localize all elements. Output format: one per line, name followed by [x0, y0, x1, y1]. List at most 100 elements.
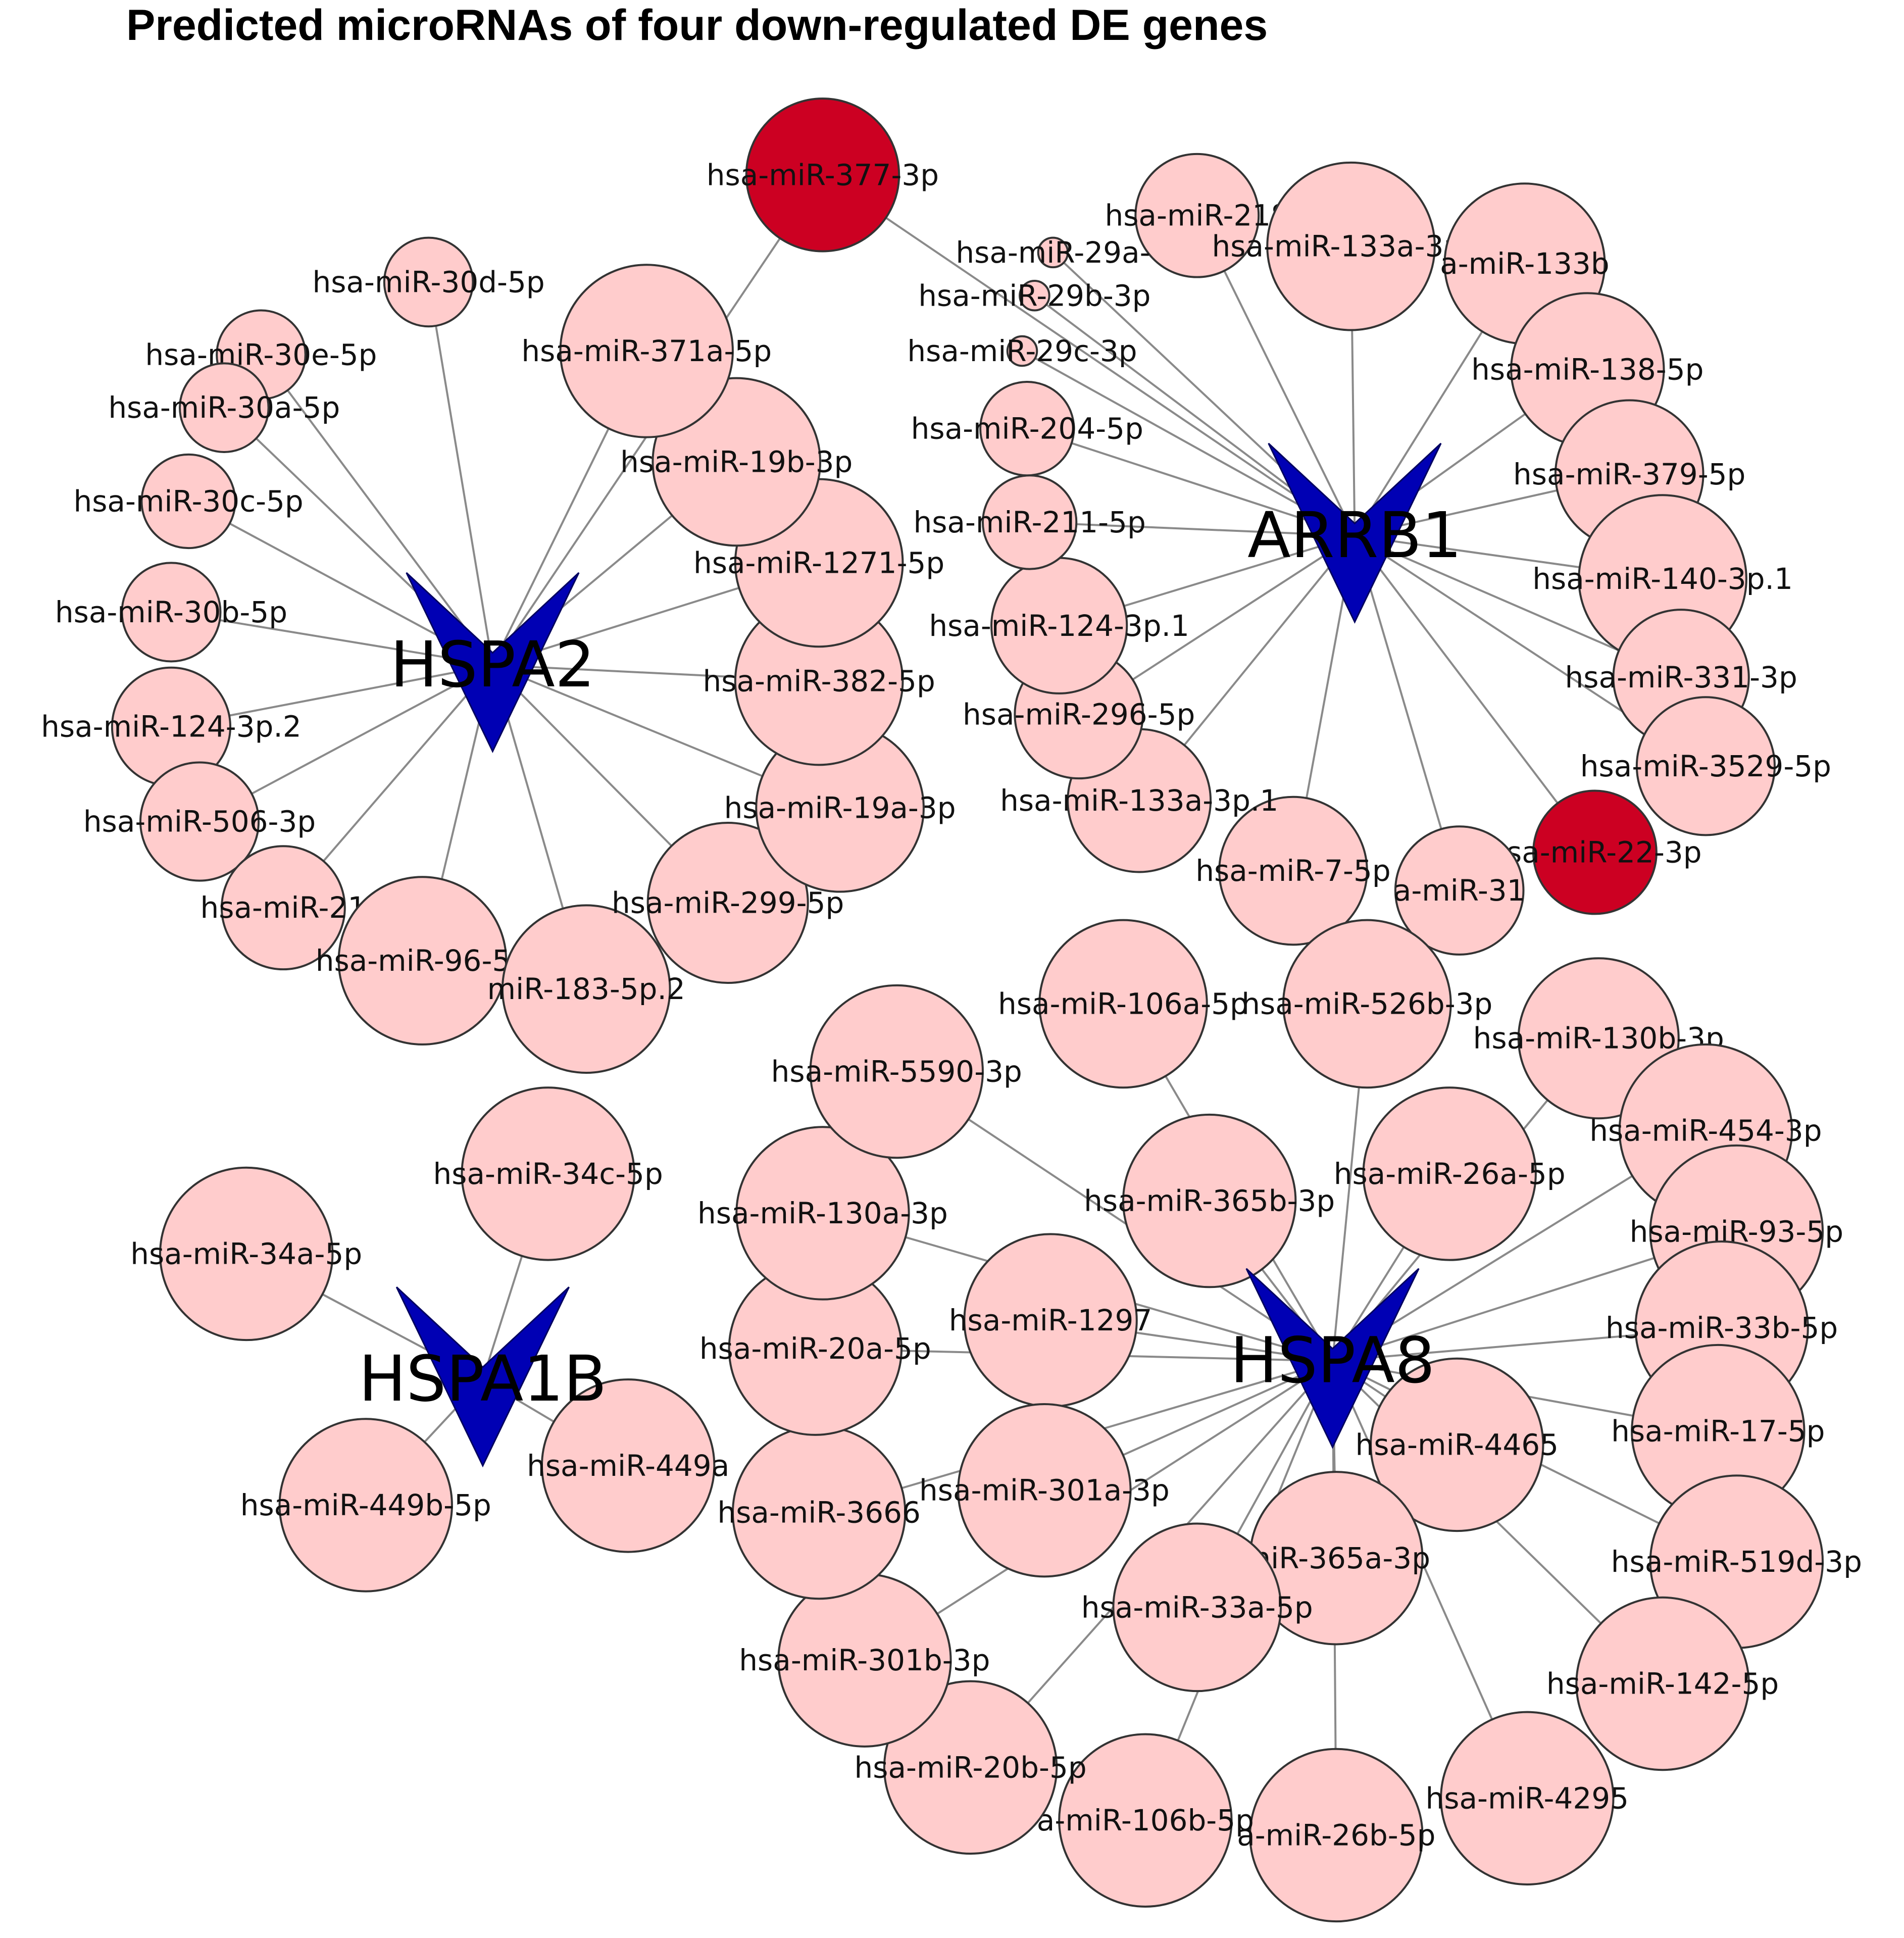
- mirna-node[interactable]: hsa-miR-22-3p: [1488, 789, 1702, 915]
- mirna-node[interactable]: hsa-miR-30d-5p: [313, 236, 545, 328]
- mirna-node[interactable]: hsa-miR-4295: [1426, 1711, 1629, 1885]
- gene-node-hspa2[interactable]: HSPA2: [390, 572, 595, 753]
- mirna-node[interactable]: hsa-miR-449b-5p: [240, 1418, 491, 1593]
- mirna-circle[interactable]: [220, 845, 346, 971]
- mirna-circle[interactable]: [1218, 796, 1368, 946]
- mirna-node[interactable]: hsa-miR-130a-3p: [697, 1126, 948, 1301]
- mirna-circle[interactable]: [883, 1680, 1058, 1855]
- mirna-node[interactable]: hsa-miR-21: [200, 845, 366, 971]
- mirna-node[interactable]: hsa-miR-449a: [527, 1378, 729, 1553]
- mirna-node[interactable]: hsa-miR-30c-5p: [73, 453, 304, 550]
- gene-node-hspa8[interactable]: HSPA8: [1230, 1268, 1435, 1449]
- mirna-circle[interactable]: [809, 984, 984, 1159]
- mirna-circle[interactable]: [1266, 161, 1436, 331]
- mirna-node[interactable]: a-miR-31: [1393, 825, 1526, 956]
- mirna-circle[interactable]: [1440, 1711, 1615, 1885]
- mirna-node[interactable]: hsa-miR-19a-3p: [724, 723, 956, 893]
- mirna-circle[interactable]: [1370, 1357, 1544, 1532]
- mirna-label: hsa-miR-211-5p: [913, 505, 1145, 539]
- mirna-node[interactable]: hsa-miR-20a-5p: [699, 1261, 931, 1436]
- mirna-node[interactable]: hsa-miR-124-3p.1: [929, 557, 1189, 694]
- mirna-node[interactable]: hsa-miR-204-5p: [911, 380, 1143, 477]
- mirna-node[interactable]: hsa-miR-96-5p: [316, 876, 529, 1046]
- mirna-circle[interactable]: [1249, 1748, 1424, 1923]
- mirna-circle[interactable]: [1635, 696, 1776, 836]
- mirna-circle[interactable]: [1575, 1596, 1750, 1771]
- mirna-node[interactable]: hsa-miR-377-3p: [707, 97, 939, 253]
- mirna-circle[interactable]: [501, 904, 671, 1074]
- mirna-circle[interactable]: [1362, 1086, 1537, 1261]
- mirna-node[interactable]: hsa-miR-29a-: [956, 235, 1150, 270]
- mirna-circle[interactable]: [735, 1126, 910, 1301]
- mirna-circle[interactable]: [1037, 236, 1069, 269]
- mirna-node[interactable]: hsa-miR-17-5p: [1611, 1344, 1825, 1519]
- mirna-circle[interactable]: [1532, 789, 1658, 915]
- mirna-circle[interactable]: [646, 821, 809, 984]
- mirna-circle[interactable]: [139, 761, 260, 882]
- mirna-node[interactable]: hsa-miR-211-5p: [913, 474, 1146, 570]
- mirna-node[interactable]: hsa-miR-29c-3p: [907, 334, 1137, 368]
- mirna-node[interactable]: hsa-miR-34c-5p: [433, 1086, 663, 1261]
- mirna-node[interactable]: hsa-miR-365b-3p: [1084, 1113, 1335, 1288]
- mirna-circle[interactable]: [745, 97, 900, 253]
- mirna-circle[interactable]: [159, 1166, 334, 1341]
- mirna-node[interactable]: hsa-miR-301b-3p: [739, 1573, 990, 1748]
- mirna-circle[interactable]: [121, 562, 222, 663]
- mirna-node[interactable]: hsa-miR-371a-5p: [521, 264, 772, 438]
- mirna-node[interactable]: hsa-miR-4465: [1356, 1357, 1559, 1532]
- mirna-node[interactable]: a-miR-26b-5p: [1237, 1748, 1435, 1923]
- mirna-circle[interactable]: [337, 876, 508, 1046]
- mirna-node[interactable]: hsa-miR-30e-5p: [145, 309, 377, 401]
- mirna-circle[interactable]: [1394, 825, 1525, 956]
- gene-node-arrb1[interactable]: ARRB1: [1247, 442, 1462, 624]
- mirna-node[interactable]: hsa-miR-218: [1105, 153, 1289, 278]
- gene-arrow-hspa8[interactable]: [1245, 1268, 1420, 1449]
- mirna-node[interactable]: hsa-miR-33a-5p: [1081, 1522, 1313, 1693]
- mirna-node[interactable]: hsa-miR-3666: [717, 1425, 921, 1600]
- mirna-node[interactable]: miR-183-5p.2: [487, 904, 685, 1074]
- gene-node-hspa1b[interactable]: HSPA1B: [359, 1286, 607, 1468]
- mirna-circle[interactable]: [1019, 279, 1050, 312]
- mirna-circle[interactable]: [461, 1086, 635, 1261]
- mirna-node[interactable]: hsa-miR-142-5p: [1546, 1596, 1779, 1771]
- mirna-circle[interactable]: [1038, 919, 1208, 1089]
- mirna-circle[interactable]: [540, 1378, 716, 1553]
- mirna-node[interactable]: hsa-miR-526b-3p: [1241, 919, 1492, 1089]
- mirna-node[interactable]: hsa-miR-26a-5p: [1334, 1086, 1566, 1261]
- mirna-circle[interactable]: [1134, 153, 1260, 278]
- gene-arrow-arrb1[interactable]: [1268, 442, 1442, 624]
- mirna-node[interactable]: hsa-miR-106a-5p: [998, 919, 1248, 1089]
- mirna-circle[interactable]: [1058, 1733, 1233, 1908]
- mirna-circle[interactable]: [1282, 919, 1452, 1089]
- mirna-node[interactable]: hsa-miR-5590-3p: [771, 984, 1022, 1159]
- mirna-node[interactable]: hsa-miR-301a-3p: [919, 1403, 1170, 1578]
- mirna-circle[interactable]: [1122, 1113, 1297, 1288]
- mirna-circle[interactable]: [1112, 1522, 1282, 1693]
- mirna-circle[interactable]: [979, 380, 1075, 477]
- mirna-circle[interactable]: [383, 236, 474, 328]
- mirna-node[interactable]: hsa-miR-299-5p: [612, 821, 844, 984]
- mirna-node[interactable]: hsa-miR-20b-5p: [854, 1680, 1087, 1855]
- mirna-node[interactable]: hsa-miR-506-3p: [83, 761, 316, 882]
- mirna-circle[interactable]: [957, 1403, 1132, 1578]
- mirna-circle[interactable]: [1006, 335, 1038, 367]
- mirna-node[interactable]: hsa-miR-29b-3p: [918, 278, 1150, 313]
- gene-arrow-hspa2[interactable]: [406, 572, 580, 753]
- mirna-label: hsa-miR-29b-3p: [918, 278, 1150, 313]
- mirna-node[interactable]: hsa-miR-30b-5p: [55, 562, 287, 663]
- mirna-node[interactable]: hsa-miR-7-5p: [1195, 796, 1391, 946]
- mirna-node[interactable]: hsa-miR-3529-5p: [1580, 696, 1831, 836]
- mirna-node[interactable]: a-miR-106b-5p: [1037, 1733, 1254, 1908]
- gene-arrow-hspa1b[interactable]: [395, 1286, 570, 1468]
- mirna-node[interactable]: hsa-miR-1297: [949, 1233, 1153, 1408]
- mirna-circle[interactable]: [559, 264, 734, 438]
- mirna-node[interactable]: hsa-miR-138-5p: [1471, 292, 1703, 447]
- mirna-node[interactable]: hsa-miR-34a-5p: [130, 1166, 362, 1341]
- mirna-circle[interactable]: [278, 1418, 453, 1593]
- mirna-node[interactable]: hsa-miR-30a-5p: [108, 362, 340, 453]
- mirna-node[interactable]: hsa-miR-124-3p.2: [41, 666, 302, 787]
- mirna-node[interactable]: hsa-miR-133a-3p.2: [1212, 161, 1490, 331]
- mirna-circle[interactable]: [140, 453, 236, 550]
- mirna-node[interactable]: miR-365a-3p: [1242, 1471, 1430, 1646]
- mirna-circle[interactable]: [179, 362, 270, 453]
